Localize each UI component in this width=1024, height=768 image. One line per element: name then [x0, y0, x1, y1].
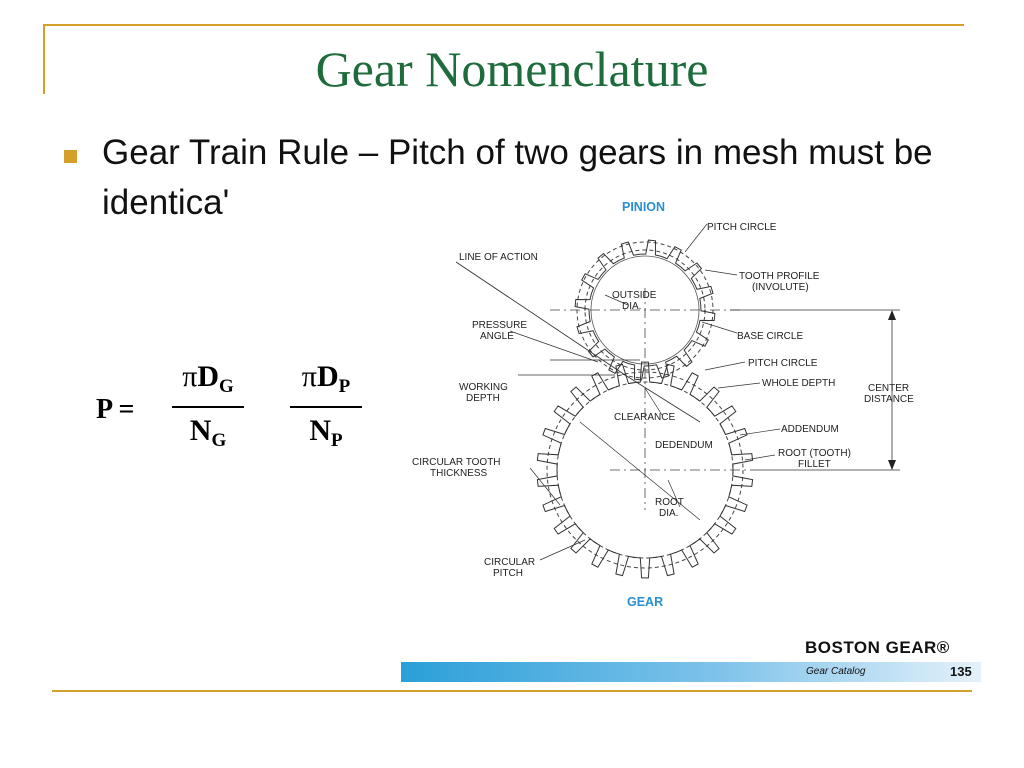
fraction-pinion-denominator: NP [309, 414, 343, 451]
frame-bottom-rule [52, 690, 972, 692]
label-tooth-profile-2: (INVOLUTE) [752, 282, 809, 293]
gear-nomenclature-diagram: PINION GEAR PITCH CIRCLE TOOTH PROFILE (… [400, 190, 980, 620]
leader-line [704, 361, 746, 371]
bullet-square-icon [64, 150, 77, 163]
leader-line [717, 382, 761, 389]
leader-lines [509, 223, 781, 561]
line-of-action-extension [624, 374, 701, 423]
label-tooth-thickness-2: THICKNESS [430, 468, 488, 479]
label-pressure-angle-2: ANGLE [480, 331, 514, 342]
pinion-heading: PINION [622, 200, 665, 214]
leader-line [744, 454, 776, 461]
label-root-dia-2: DIA. [659, 508, 678, 519]
slide-title: Gear Nomenclature [315, 41, 709, 97]
label-working-depth-2: DEPTH [466, 393, 500, 404]
leader-line [644, 387, 663, 416]
leader-line [739, 428, 781, 436]
label-pitch-circle-mid: PITCH CIRCLE [748, 358, 818, 369]
label-circular-pitch-2: PITCH [493, 568, 523, 579]
tooth-outline [574, 239, 716, 381]
footer-band [401, 662, 981, 682]
gear-heading: GEAR [627, 595, 663, 609]
catalog-label: Gear Catalog [806, 666, 866, 677]
fraction-pinion: πDP NP [290, 360, 362, 451]
label-dedendum: DEDENDUM [655, 440, 713, 451]
leader-line [704, 269, 738, 276]
label-base-circle: BASE CIRCLE [737, 331, 803, 342]
leader-line [579, 421, 701, 521]
leader-line [604, 294, 629, 306]
fraction-pinion-numerator: πDP [301, 360, 351, 397]
pitch-formula: P = πDG NG πDP NP [96, 360, 396, 470]
page-number: 135 [950, 664, 972, 679]
fraction-gear-numerator: πDG [182, 360, 234, 397]
label-line-of-action: LINE OF ACTION [459, 252, 538, 263]
pinion-pitch-circle [584, 249, 706, 371]
gear-teeth [536, 361, 754, 579]
label-center-distance: CENTER [868, 383, 909, 394]
frame-left-rule [43, 24, 45, 94]
leader-line [539, 539, 586, 561]
label-outside-dia: OUTSIDE [612, 290, 657, 301]
tooth-outline [536, 361, 754, 579]
label-tooth-thickness: CIRCULAR TOOTH [412, 457, 501, 468]
label-root-fillet-2: FILLET [798, 459, 831, 470]
arrow-icon [888, 460, 896, 470]
line-of-action [455, 261, 626, 376]
label-addendum: ADDENDUM [781, 424, 839, 435]
formula-lhs: P = [96, 394, 135, 425]
label-clearance: CLEARANCE [614, 412, 675, 423]
label-pressure-angle: PRESSURE [472, 320, 527, 331]
gear-pitch-circle [546, 371, 744, 569]
leader-line [667, 479, 681, 508]
leader-line [509, 330, 599, 363]
arrow-icon [888, 310, 896, 320]
fraction-gear-denominator: NG [189, 414, 227, 451]
pinion-base-circle [590, 255, 700, 365]
brand-logo: BOSTON GEAR® [805, 638, 950, 657]
fraction-bar [172, 406, 244, 408]
label-whole-depth: WHOLE DEPTH [762, 378, 835, 389]
label-pitch-circle-top: PITCH CIRCLE [707, 222, 777, 233]
leader-line [684, 223, 708, 253]
label-circular-pitch: CIRCULAR [484, 557, 535, 568]
pinion-teeth [574, 239, 716, 381]
label-root-dia: ROOT [655, 497, 684, 508]
label-center-distance-2: DISTANCE [864, 394, 914, 405]
label-working-depth: WORKING [459, 382, 508, 393]
pinion-outside-circle [576, 241, 714, 379]
leader-line [529, 467, 561, 506]
frame-top-rule [44, 24, 964, 26]
fraction-bar [290, 406, 362, 408]
label-tooth-profile: TOOTH PROFILE [739, 271, 820, 282]
bullet-text: Gear Train Rule – Pitch of two gears in … [102, 133, 933, 222]
label-outside-dia-2: DIA. [622, 301, 641, 312]
label-root-fillet: ROOT (TOOTH) [778, 448, 851, 459]
leader-line [701, 321, 738, 334]
fraction-gear: πDG NG [172, 360, 244, 451]
